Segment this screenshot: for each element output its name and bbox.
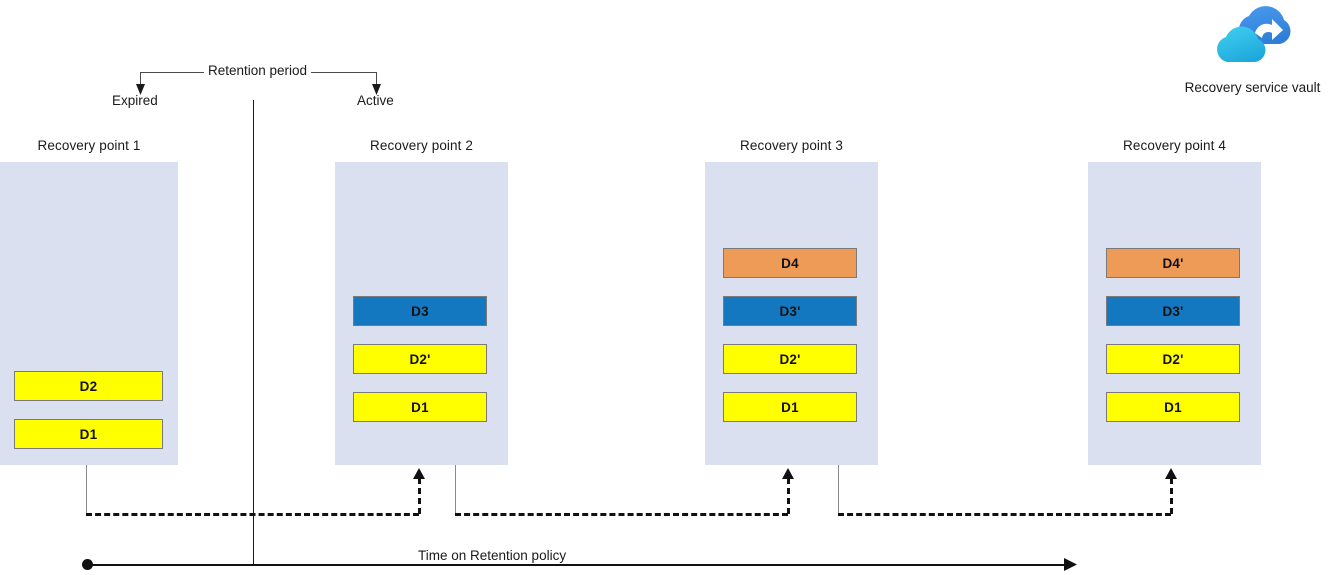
connector-2-drop	[455, 465, 456, 513]
connector-1-horizontal	[86, 513, 419, 516]
recovery-service-vault-icon	[1203, 2, 1303, 74]
retention-arrow-expired-icon	[136, 84, 145, 95]
recovery-point-1-panel	[0, 162, 178, 465]
connector-2-arrow-icon	[782, 468, 794, 479]
recovery-point-4-bar-d4p: D4'	[1106, 248, 1240, 278]
recovery-point-4-title: Recovery point 4	[1123, 138, 1226, 153]
recovery-service-vault: Recovery service vault	[1180, 2, 1325, 95]
retention-arrow-active-icon	[372, 84, 381, 95]
active-label: Active	[357, 93, 394, 108]
retention-bracket-right-line	[307, 72, 377, 73]
recovery-point-3-bar-d4: D4	[723, 248, 857, 278]
connector-3-arrow-icon	[1165, 468, 1177, 479]
recovery-point-1-bar-d1: D1	[14, 419, 163, 449]
time-axis-label: Time on Retention policy	[418, 548, 567, 563]
retention-bracket-left-stem	[140, 72, 141, 88]
connector-1-vertical	[418, 478, 421, 514]
recovery-point-2-bar-d3: D3	[353, 296, 487, 326]
recovery-point-3-bar-d3p: D3'	[723, 296, 857, 326]
recovery-service-vault-caption: Recovery service vault	[1184, 80, 1321, 95]
recovery-point-2-bar-d1: D1	[353, 392, 487, 422]
retention-period-label: Retention period	[204, 63, 312, 78]
retention-bracket-left-line	[140, 72, 208, 73]
recovery-point-3-title: Recovery point 3	[740, 138, 843, 153]
recovery-point-3-bar-d1: D1	[723, 392, 857, 422]
recovery-point-1-title: Recovery point 1	[37, 138, 141, 153]
time-axis-line	[88, 564, 1068, 566]
connector-1-arrow-icon	[413, 468, 425, 479]
connector-3-vertical	[1170, 478, 1173, 514]
recovery-point-2-bar-d2p: D2'	[353, 344, 487, 374]
connector-3-drop	[838, 465, 839, 513]
recovery-point-4-bar-d1: D1	[1106, 392, 1240, 422]
time-axis-arrow-icon	[1064, 558, 1077, 571]
recovery-point-2-title: Recovery point 2	[370, 138, 473, 153]
recovery-point-1-bar-d2: D2	[14, 371, 163, 401]
retention-bracket-right-stem	[376, 72, 377, 88]
connector-1-drop	[86, 465, 87, 513]
recovery-point-3-bar-d2p: D2'	[723, 344, 857, 374]
retention-divider-line	[253, 100, 254, 565]
connector-2-horizontal	[455, 513, 788, 516]
recovery-point-4-bar-d3p: D3'	[1106, 296, 1240, 326]
connector-2-vertical	[787, 478, 790, 514]
recovery-point-4-bar-d2p: D2'	[1106, 344, 1240, 374]
expired-label: Expired	[112, 93, 158, 108]
connector-3-horizontal	[838, 513, 1171, 516]
time-axis-origin-dot	[82, 559, 93, 570]
